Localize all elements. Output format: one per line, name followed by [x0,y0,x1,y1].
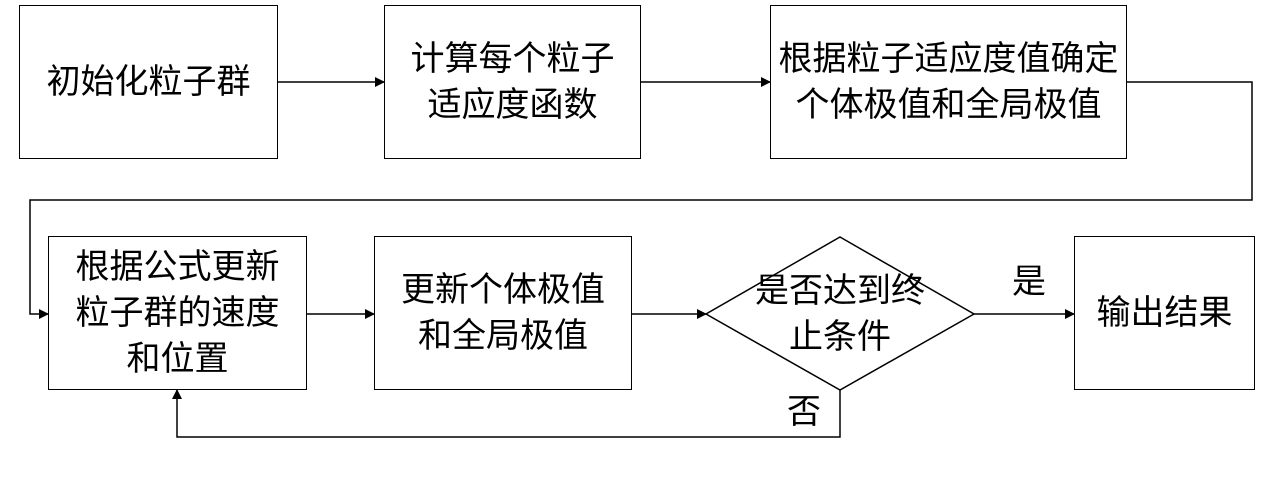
box-fitness-line-1: 计算每个粒子 [410,39,615,79]
box-update-velocity: 根据公式更新 粒子群的速度 和位置 [48,236,307,390]
box-init: 初始化粒子群 [19,5,278,159]
box-fitness-line-2: 适应度函数 [427,85,598,125]
box-extremum: 根据粒子适应度值确定 个体极值和全局极值 [770,5,1127,159]
box-init-line-1: 初始化粒子群 [46,62,251,102]
box-output-line-1: 输出结果 [1096,293,1233,333]
decision-line-1: 是否达到终 [755,271,925,311]
box-update-velocity-line-3: 和位置 [126,339,229,379]
box-update-extremum: 更新个体极值 和全局极值 [374,236,632,390]
box-update-velocity-line-1: 根据公式更新 [75,247,280,287]
box-output: 输出结果 [1074,236,1255,390]
label-yes: 是 [1012,262,1046,302]
box-extremum-line-2: 个体极值和全局极值 [795,85,1102,125]
decision-text: 是否达到终 止条件 [706,268,974,360]
arrow-extremum-to-update-velocity [29,81,1253,319]
box-fitness: 计算每个粒子 适应度函数 [384,5,641,159]
label-no: 否 [787,392,821,432]
box-update-extremum-line-2: 和全局极值 [418,316,588,356]
box-update-extremum-line-1: 更新个体极值 [401,270,605,310]
box-extremum-line-1: 根据粒子适应度值确定 [778,39,1119,79]
arrow-decision-no [172,389,841,438]
decision-line-2: 止条件 [789,317,891,357]
box-update-velocity-line-2: 粒子群的速度 [75,293,280,333]
